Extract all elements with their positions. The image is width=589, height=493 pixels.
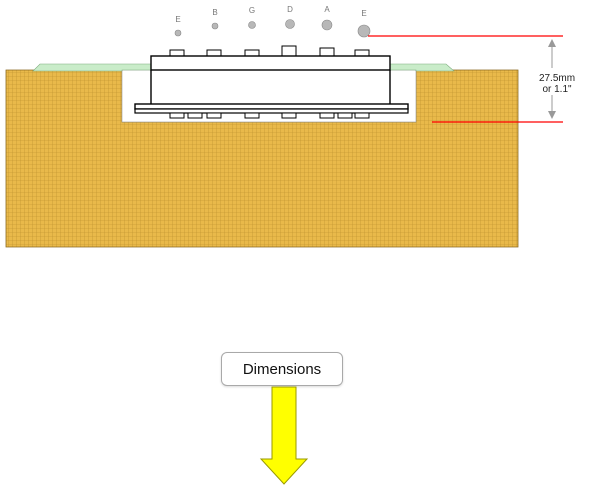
dimensions-button-label: Dimensions	[242, 360, 322, 378]
string-circle-3	[248, 21, 256, 29]
dimension-arrow	[548, 39, 556, 119]
string-circle-4	[285, 19, 295, 29]
dimension-text-line2: or 1.1"	[542, 84, 572, 95]
string-circle-1	[174, 29, 182, 37]
pickup-body	[134, 55, 409, 114]
down-arrow-icon	[259, 386, 309, 485]
dimension-text-line1: 27.5mm	[539, 73, 575, 84]
string-label-1: E	[175, 15, 180, 24]
string-markers: E B G D A E	[174, 5, 371, 38]
pickup-top-poles	[169, 45, 370, 57]
dimensions-button[interactable]: Dimensions	[221, 352, 343, 386]
string-circle-2	[211, 22, 219, 30]
string-label-2: B	[212, 8, 217, 17]
string-label-3: G	[249, 6, 255, 15]
string-circle-6	[357, 24, 371, 38]
string-label-6: E	[361, 9, 366, 18]
pickup-cavity	[121, 69, 417, 123]
string-circle-5	[321, 19, 333, 31]
pickup-bottom-tabs	[169, 112, 370, 119]
string-label-4: D	[287, 5, 293, 14]
string-label-5: A	[324, 5, 330, 14]
